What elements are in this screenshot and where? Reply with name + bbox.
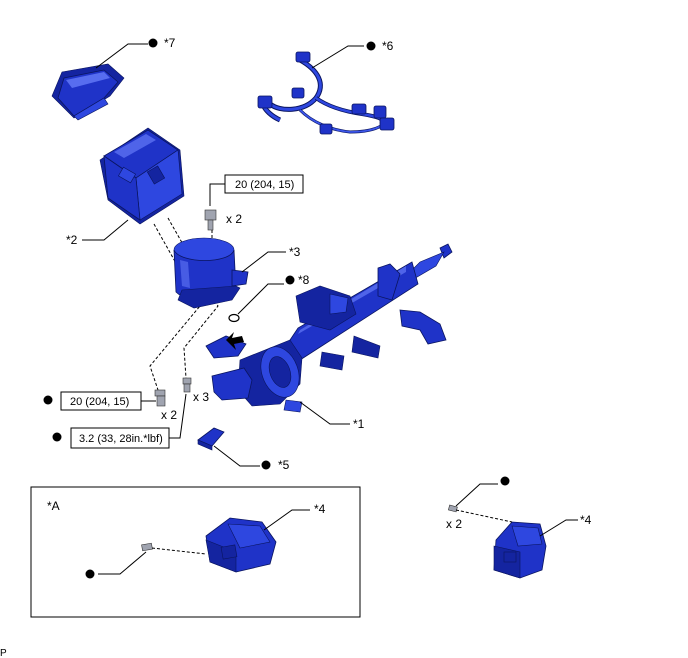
part1-steering-column bbox=[205, 243, 453, 413]
part1-leader bbox=[299, 401, 350, 425]
inset-bolt-leader bbox=[98, 551, 147, 575]
top-bolt-icon bbox=[204, 209, 217, 231]
part5-label: *5 bbox=[278, 458, 290, 472]
part4-leader bbox=[539, 519, 578, 537]
corner-mark: P bbox=[0, 648, 7, 658]
small-bolt-qty: x 2 bbox=[446, 517, 462, 531]
part3-motor bbox=[173, 237, 249, 309]
inset-bolt-icon bbox=[141, 542, 153, 552]
part6-wire-harness bbox=[257, 51, 395, 135]
part8-o-ring bbox=[228, 313, 240, 323]
screw-icon bbox=[182, 377, 192, 393]
part7-label: *7 bbox=[164, 36, 176, 50]
inset-a-frame bbox=[30, 486, 361, 618]
part2-label: *2 bbox=[66, 233, 78, 247]
left-bolt-icon bbox=[154, 389, 166, 407]
part2-control-module bbox=[99, 127, 185, 225]
screws-qty: x 3 bbox=[193, 390, 209, 404]
inset-part4-sensor bbox=[205, 517, 277, 573]
inset-part4-label: *4 bbox=[314, 502, 326, 516]
screw-torque-bullet bbox=[52, 432, 62, 442]
screw-torque-text: 3.2 (33, 28in.*lbf) bbox=[79, 433, 163, 445]
part3-leader bbox=[241, 251, 286, 273]
top-bolt-leader bbox=[209, 183, 225, 206]
inset-a-tag: *A bbox=[47, 499, 60, 513]
part7-leader bbox=[95, 43, 148, 69]
part5-bullet bbox=[261, 460, 271, 470]
part8-label: *8 bbox=[298, 273, 310, 287]
part3-label: *3 bbox=[289, 245, 301, 259]
left-torque-text: 20 (204, 15) bbox=[70, 396, 129, 408]
install-direction-arrow bbox=[226, 332, 244, 350]
inset-part4-leader bbox=[263, 509, 310, 531]
part6-bullet bbox=[366, 41, 376, 51]
part5-bracket bbox=[197, 427, 225, 451]
small-bolt-dash bbox=[455, 509, 513, 523]
small-bolt-bullet bbox=[500, 476, 510, 486]
left-torque-bullet bbox=[43, 395, 53, 405]
part7-bullet bbox=[148, 38, 158, 48]
inset-bolt-dash bbox=[151, 547, 207, 555]
part5-leader bbox=[213, 445, 260, 467]
part2-leader bbox=[82, 219, 129, 241]
left-bolt-qty: x 2 bbox=[161, 408, 177, 422]
inset-bolt-bullet bbox=[85, 569, 95, 579]
part6-label: *6 bbox=[382, 39, 394, 53]
part4-label: *4 bbox=[580, 513, 592, 527]
part4-sensor bbox=[493, 521, 547, 579]
screw-torque-leader bbox=[169, 393, 187, 439]
part8-leader bbox=[237, 283, 284, 315]
small-bolt-icon bbox=[447, 504, 458, 513]
part6-leader bbox=[311, 45, 364, 69]
part1-label: *1 bbox=[353, 417, 365, 431]
part7-cover bbox=[51, 63, 125, 121]
part8-bullet bbox=[285, 275, 295, 285]
top-torque-text: 20 (204, 15) bbox=[235, 179, 294, 191]
top-bolt-qty: x 2 bbox=[226, 212, 242, 226]
small-bolt-leader bbox=[455, 483, 498, 507]
